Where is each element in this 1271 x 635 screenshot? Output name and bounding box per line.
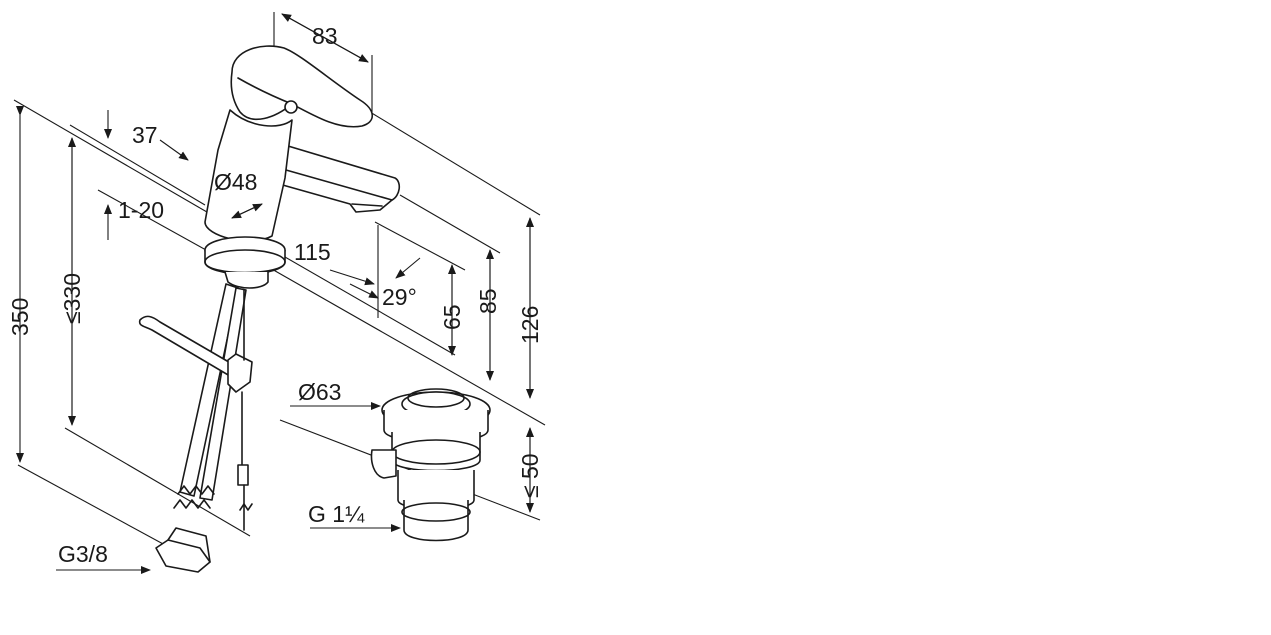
dimension-labels: 83 37 Ø48 1-20 115 29° 65 85 126 ≤330 35… xyxy=(7,23,543,567)
dim-65: 65 xyxy=(439,304,465,330)
thread-g-1-1-4: G 1¼ xyxy=(308,501,365,527)
dim-330: ≤330 xyxy=(59,273,85,324)
dim-83: 83 xyxy=(312,23,338,49)
dim-29-degrees: 29° xyxy=(382,284,417,310)
dim-126: 126 xyxy=(517,306,543,344)
dim-diameter-48: Ø48 xyxy=(214,169,257,195)
dim-1-20: 1-20 xyxy=(118,197,164,223)
dimension-lines xyxy=(16,13,534,574)
dim-diameter-63: Ø63 xyxy=(298,379,341,405)
popup-waste xyxy=(370,388,491,542)
dim-50: ≤ 50 xyxy=(517,453,543,498)
dim-37: 37 xyxy=(132,122,158,148)
dim-85: 85 xyxy=(475,288,501,314)
thread-g3-8: G3/8 xyxy=(58,541,108,567)
dim-350: 350 xyxy=(7,298,33,336)
dim-115: 115 xyxy=(294,239,331,265)
faucet-body xyxy=(138,45,401,573)
